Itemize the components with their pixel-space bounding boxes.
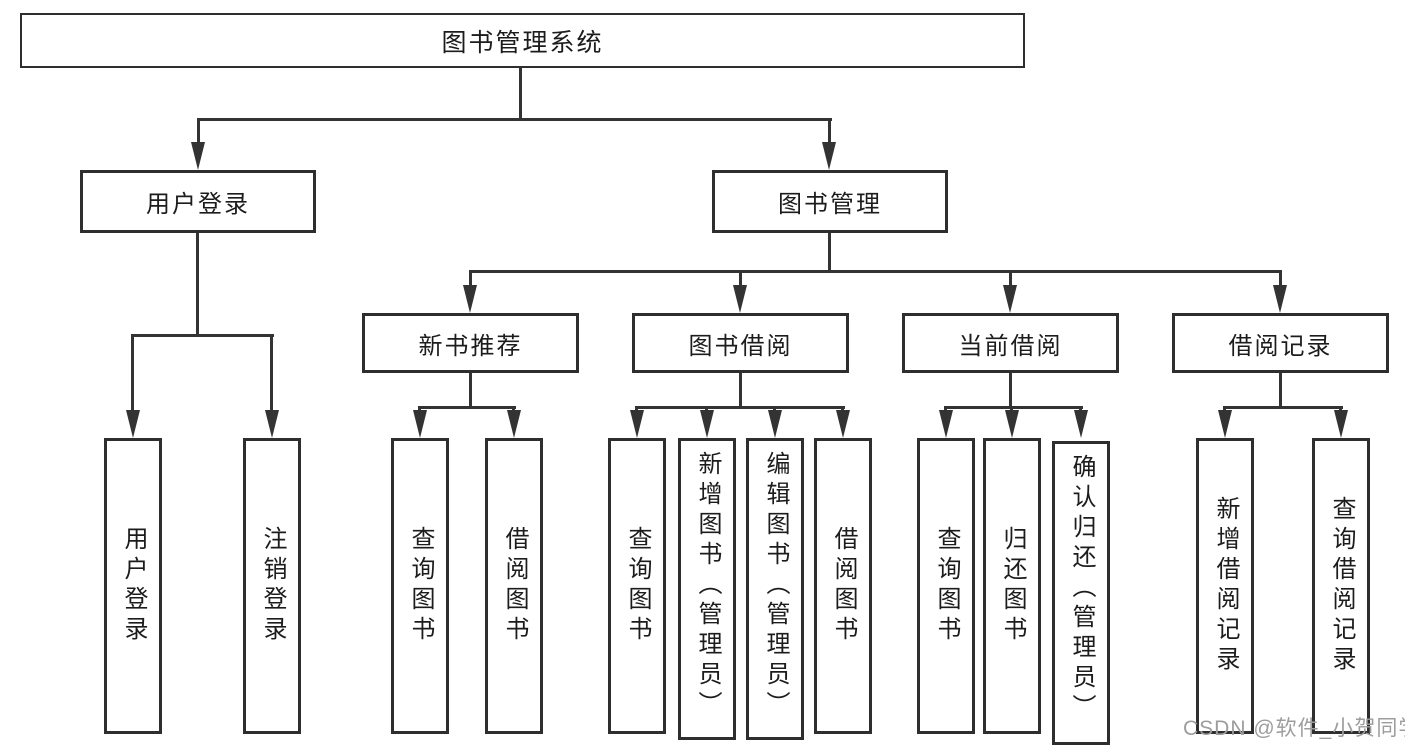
connector-line — [944, 406, 947, 412]
arrow-head — [126, 410, 140, 438]
connector-line — [131, 334, 134, 410]
connector-line — [739, 270, 742, 285]
connector-line — [512, 406, 515, 412]
leaf-edit-book-admin: 编辑图书（管理员） — [746, 438, 804, 740]
connector-line — [1223, 406, 1226, 412]
leaf-borrow-books-recommend: 借阅图书 — [485, 438, 543, 734]
leaf-add-borrowing-record: 新增借阅记录 — [1196, 438, 1254, 734]
arrow-head — [1003, 285, 1017, 313]
connector-line — [469, 270, 472, 285]
node-label: 借阅图书 — [830, 526, 857, 646]
node-label: 新增借阅记录 — [1212, 496, 1239, 676]
arrow-head — [463, 285, 477, 313]
node-label: 归还图书 — [999, 526, 1026, 646]
connector-line — [828, 118, 831, 142]
node-label: 图书管理系统 — [441, 28, 604, 57]
connector-line — [841, 406, 844, 412]
arrow-head — [507, 410, 521, 438]
arrow-head — [939, 410, 953, 438]
connector-line — [197, 118, 200, 142]
connector-line — [1010, 406, 1013, 412]
arrow-head — [822, 142, 836, 170]
node-label: 新书推荐 — [418, 332, 523, 360]
node-label: 查询图书 — [624, 526, 651, 646]
connector-line — [418, 406, 421, 412]
arrow-head — [1334, 410, 1348, 438]
node-label: 查询图书 — [933, 526, 960, 646]
arrow-head — [1218, 410, 1232, 438]
node-label: 借阅记录 — [1228, 332, 1333, 360]
node-label: 查询图书 — [407, 526, 434, 646]
connector-line — [1009, 373, 1012, 406]
leaf-logout: 注销登录 — [243, 438, 301, 734]
node-label: 图书借阅 — [688, 332, 793, 360]
leaf-return-books: 归还图书 — [983, 438, 1041, 734]
connector-line — [1009, 270, 1012, 285]
node-label: 确认归还（管理员） — [1068, 454, 1095, 724]
node-label: 新增图书（管理员） — [694, 451, 721, 721]
connector-line — [270, 334, 273, 410]
connector-line — [944, 406, 1083, 409]
leaf-query-books-current: 查询图书 — [917, 438, 975, 734]
node-label: 图书管理 — [778, 191, 882, 218]
connector-line — [1279, 270, 1282, 285]
node-current-borrowing: 当前借阅 — [902, 313, 1119, 373]
leaf-borrow-books-borrowing: 借阅图书 — [814, 438, 872, 734]
arrow-head — [1273, 285, 1287, 313]
arrow-head — [700, 410, 714, 438]
leaf-user-login: 用户登录 — [104, 438, 162, 734]
leaf-query-borrowing-record: 查询借阅记录 — [1312, 438, 1370, 734]
connector-line — [131, 334, 274, 337]
csdn-watermark: CSDN @软件_小贺同学 — [1183, 717, 1405, 740]
connector-line — [196, 233, 199, 334]
node-label: 注销登录 — [259, 526, 286, 646]
arrow-head — [630, 410, 644, 438]
connector-line — [635, 406, 845, 409]
arrow-head — [1005, 410, 1019, 438]
connector-line — [773, 406, 776, 412]
node-label: 当前借阅 — [958, 332, 1063, 360]
arrow-head — [733, 285, 747, 313]
connector-line — [635, 406, 638, 412]
connector-line — [828, 233, 831, 270]
arrow-head — [413, 410, 427, 438]
connector-line — [1223, 406, 1343, 409]
node-book-borrowing: 图书借阅 — [632, 313, 849, 373]
node-label: 编辑图书（管理员） — [762, 451, 789, 721]
connector-line — [469, 373, 472, 406]
node-user-login-branch: 用户登录 — [80, 170, 316, 233]
connector-line — [705, 406, 708, 412]
leaf-query-books-recommend: 查询图书 — [391, 438, 449, 734]
connector-line — [469, 270, 1282, 273]
arrow-head — [1074, 410, 1088, 438]
node-label: 用户登录 — [146, 191, 250, 218]
node-new-book-recommendation: 新书推荐 — [362, 313, 579, 373]
arrow-head — [265, 410, 279, 438]
arrow-head — [836, 410, 850, 438]
connector-line — [1079, 406, 1082, 412]
connector-line — [197, 118, 832, 121]
leaf-confirm-return-admin: 确认归还（管理员） — [1052, 441, 1110, 745]
node-library-management-system: 图书管理系统 — [20, 13, 1025, 68]
connector-line — [1339, 406, 1342, 412]
connector-line — [418, 406, 516, 409]
connector-line — [1279, 373, 1282, 406]
node-label: 查询借阅记录 — [1328, 496, 1355, 676]
node-label: 借阅图书 — [501, 526, 528, 646]
node-label: 用户登录 — [120, 526, 147, 646]
leaf-query-books-borrowing: 查询图书 — [608, 438, 666, 734]
connector-line — [739, 373, 742, 406]
arrow-head — [768, 410, 782, 438]
node-borrowing-records: 借阅记录 — [1172, 313, 1389, 373]
leaf-add-book-admin: 新增图书（管理员） — [678, 438, 736, 740]
node-book-management: 图书管理 — [712, 170, 948, 233]
arrow-head — [191, 142, 205, 170]
connector-line — [519, 68, 522, 118]
